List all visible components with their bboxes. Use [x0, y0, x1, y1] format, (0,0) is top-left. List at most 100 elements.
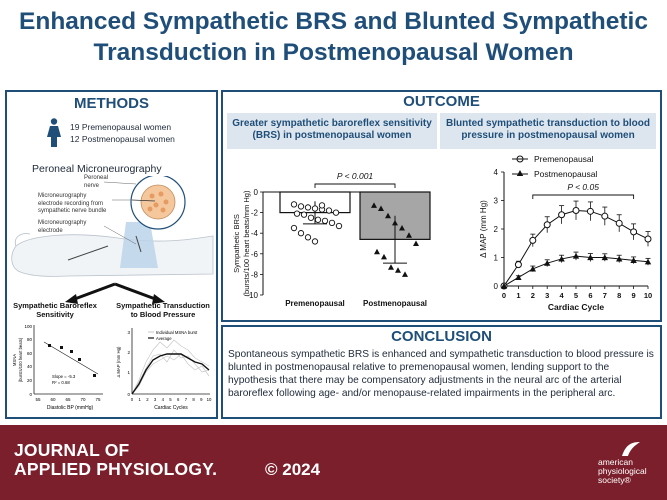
conclusion-panel: [221, 325, 662, 419]
line-point-pre: [615, 219, 623, 227]
bar-point-pre: [332, 209, 340, 216]
bar-point-post: [385, 212, 391, 219]
copyright: © 2024: [265, 460, 321, 479]
outcome-heading: OUTCOME: [403, 93, 480, 110]
bar-point-pre: [290, 224, 298, 232]
bar-point-post: [395, 267, 401, 273]
bar-point-pre: [300, 211, 308, 218]
bar-point-pre: [311, 238, 319, 245]
line-series-premenopausal: [503, 209, 649, 287]
bar-point-post: [378, 205, 384, 211]
line-point-pre: [558, 211, 566, 219]
title-line-2: Transduction in Postmenopausal Women: [93, 39, 574, 66]
brs-mini-xtick: 55: [35, 397, 41, 402]
brs-mini-ytick: 80: [27, 337, 33, 342]
line-xtick-label: 10: [644, 291, 652, 300]
tr-mini-xtick: 2: [146, 397, 149, 402]
line-xtick-label: 9: [632, 291, 636, 300]
bar-point-pre: [328, 219, 336, 227]
bar-sig-bracket: [314, 183, 396, 188]
brs-subheading: Sympathetic Baroreflex Sensitivity: [13, 301, 97, 319]
brs-mini-point: [78, 358, 81, 361]
line-ytick-label: 0: [494, 282, 499, 291]
bar-point-pre: [318, 202, 326, 209]
bar-point-pre: [304, 234, 312, 241]
bar-ylabel: Sympathetic BRS: [232, 214, 241, 273]
line-xtick-label: 5: [574, 291, 578, 300]
tr-mini-xtick: 6: [177, 397, 180, 402]
brs-mini-xlabel: Diastolic BP (mmHg): [47, 405, 94, 411]
brs-mini-xtick: 65: [65, 397, 71, 402]
line-point-post: [630, 257, 637, 263]
tr-mini-xtick: 8: [192, 397, 195, 402]
bar-point-pre: [304, 204, 312, 211]
society-name: american physiological society®: [598, 457, 647, 485]
line-point-post: [644, 258, 652, 265]
line-ytick-label: 3: [494, 197, 499, 206]
brs-mini-ytick: 100: [24, 324, 32, 329]
line-point-post: [529, 265, 536, 272]
conclusion-heading: CONCLUSION: [391, 328, 492, 345]
line-point-pre: [601, 212, 609, 220]
tr-mini-ytick: 2: [127, 350, 130, 355]
tr-mini-xtick: 9: [200, 397, 203, 402]
tr-mini-xtick: 7: [185, 397, 188, 402]
tr-mini-legend-individual: Individual MSNA burst: [156, 330, 198, 335]
microneurography-title: Peroneal Microneurography: [32, 163, 162, 175]
bar-ytick-label: -4: [251, 229, 259, 238]
footer-bar: [0, 425, 667, 500]
outcome-header-box-right: [440, 113, 656, 149]
brs-mini-ytick: 40: [27, 364, 33, 369]
outcome-left-heading: Greater sympathetic baroreflex sensitivi…: [232, 118, 432, 141]
brs-mini-ytick: 0: [29, 392, 32, 397]
brs-mini-point: [48, 344, 51, 347]
bar-ytick-label: -6: [251, 250, 259, 259]
line-xtick-label: 4: [560, 291, 565, 300]
line-point-post: [616, 255, 623, 262]
line-xtick-label: 1: [516, 291, 520, 300]
bar-point-post: [371, 202, 377, 208]
tr-mini-ytick: 1: [127, 370, 130, 375]
tr-mini-legend-average: Average: [156, 336, 172, 341]
brs-mini-xtick: 60: [50, 397, 56, 402]
label-electrode: Microneurography electrode: [38, 220, 87, 234]
bar-point-post: [392, 219, 398, 226]
bar-point-post: [413, 240, 419, 246]
line-xtick-label: 8: [617, 291, 621, 300]
bar-point-pre: [290, 201, 298, 208]
bar-point-post: [388, 264, 394, 270]
tr-mini-ytick: 3: [127, 330, 130, 335]
line-xtick-label: 3: [545, 291, 549, 300]
leg-illustration: [11, 176, 214, 277]
bar-point-pre: [297, 203, 305, 210]
line-xlabel: Cardiac Cycle: [548, 302, 604, 312]
line-ytick-label: 2: [494, 225, 499, 234]
tr-mini-xtick: 5: [169, 397, 172, 402]
line-point-pre: [543, 221, 551, 229]
brs-mini-scatter: 100 80 60 40 20 0 55 60 65 70 75 Diastol…: [12, 324, 103, 411]
line-point-post: [500, 282, 508, 289]
bar-sig-label: P < 0.001: [337, 171, 374, 181]
line-xtick-label: 6: [588, 291, 592, 300]
page-title: Enhanced Sympathetic BRS and Blunted Sym…: [0, 6, 667, 68]
legend-label-post: Postmenopausal: [534, 169, 597, 179]
line-ytick-label: 1: [494, 254, 499, 263]
brs-mini-point: [93, 374, 96, 377]
transduction-subheading: Sympathetic Transduction to Blood Pressu…: [116, 301, 210, 319]
line-point-pre: [572, 206, 580, 214]
tr-mini-xlabel: Cardiac Cycles: [154, 405, 188, 411]
legend-marker-post: [516, 170, 524, 176]
line-point-pre: [644, 235, 652, 243]
aps-logo-icon: [622, 442, 640, 456]
participant-post: 12 Postmenopausal women: [70, 134, 175, 144]
brs-mini-ylabel: MSNA: [12, 354, 17, 366]
bar-point-pre: [297, 230, 305, 237]
brs-mini-xtick: 75: [95, 397, 101, 402]
brs-mini-point: [60, 346, 63, 349]
line-xtick-label: 0: [502, 291, 506, 300]
split-arrows: [65, 282, 165, 304]
bar-point-pre: [321, 217, 329, 224]
